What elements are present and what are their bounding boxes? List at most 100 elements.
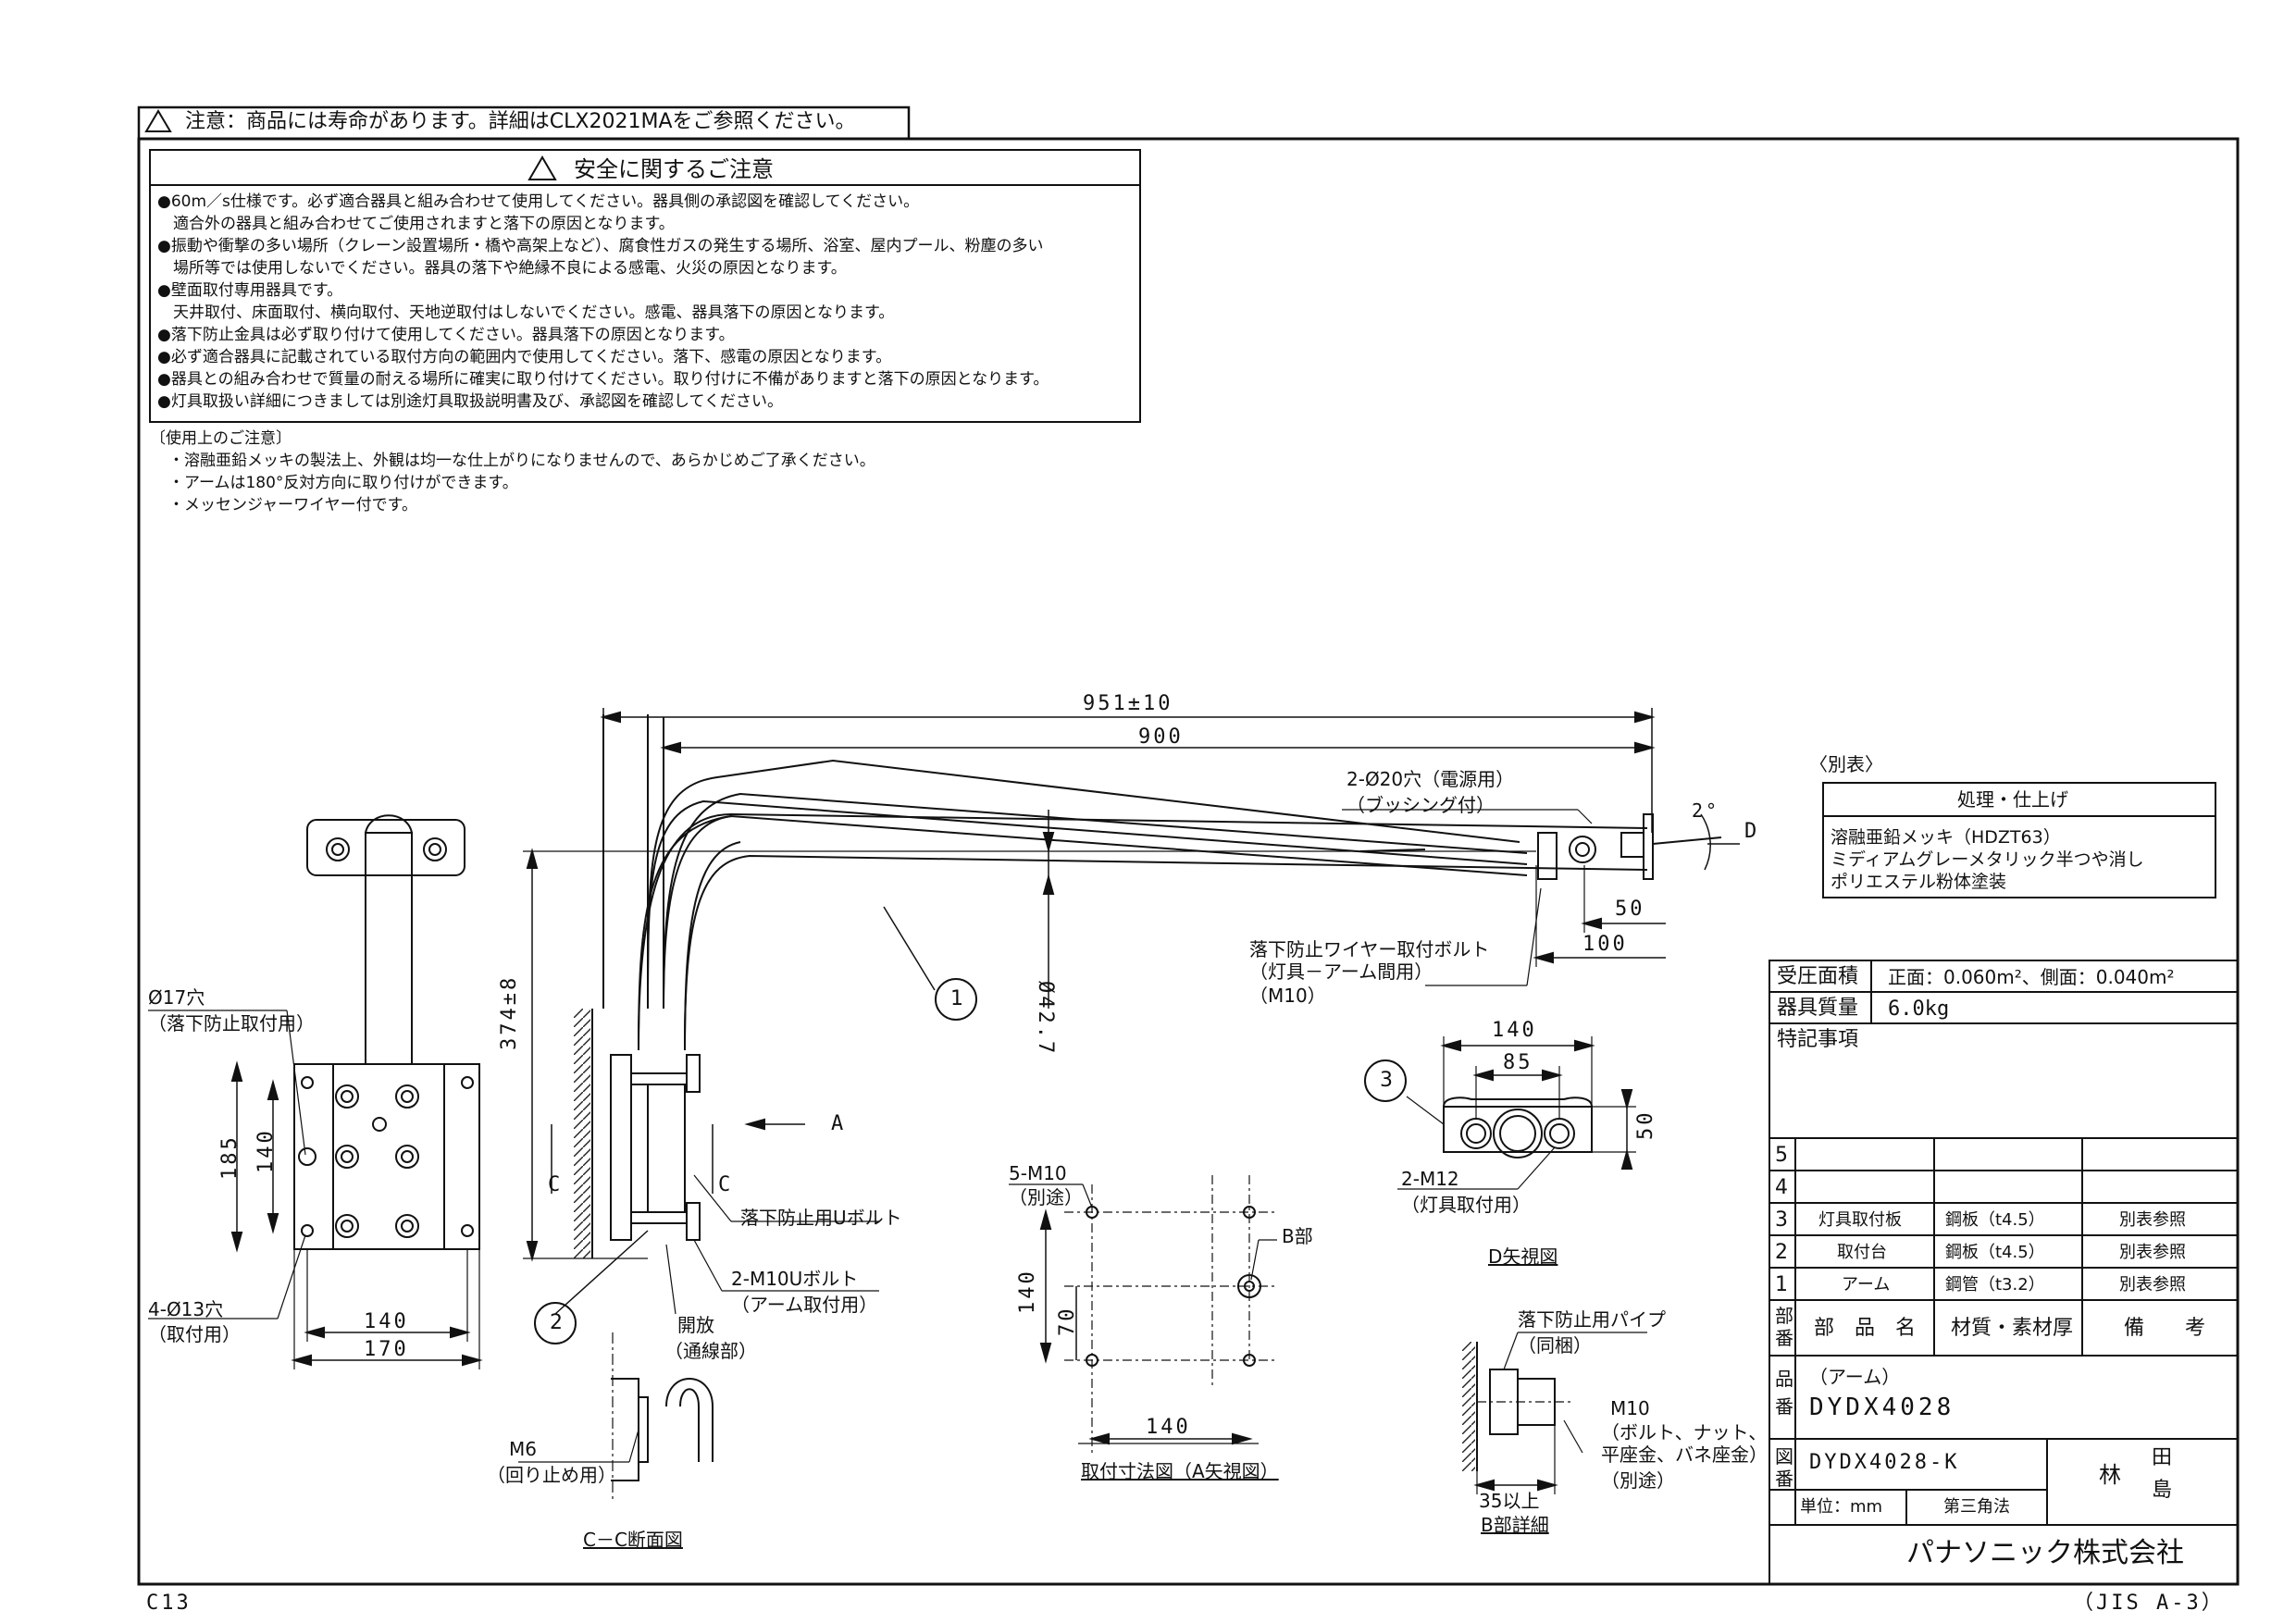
- label-m10-sub1: （ボルト、ナット、: [1601, 1421, 1768, 1443]
- safety-line: ●振動や衝撃の多い場所（クレーン設置場所・橋や高架上など）、腐食性ガスの発生する…: [157, 237, 1044, 255]
- dim-374: 374±8: [498, 974, 521, 1050]
- usage-line: ・アームは180°反対方向に取り付けができます。: [168, 474, 518, 492]
- safety-title: 安全に関するご注意: [574, 156, 774, 182]
- usage-line: ・メッセンジャーワイヤー付です。: [168, 496, 417, 514]
- mass-label: 器具質量: [1777, 997, 1859, 1020]
- dim-951: 951±10: [1083, 692, 1173, 715]
- parts-row-name: 取付台: [1837, 1243, 1887, 1262]
- label-m10-sub2: 平座金、バネ座金）: [1601, 1443, 1768, 1466]
- usage-line: ・溶融亜鉛メッキの製法上、外観は均一な仕上がりになりませんので、あらかじめご了承…: [168, 452, 875, 470]
- header-material: 材質・素材厚: [1951, 1317, 2074, 1340]
- safety-line: ●壁面取付専用器具です。: [157, 281, 343, 300]
- label-hole-20: 2-Ø20穴（電源用）: [1347, 768, 1515, 790]
- label-ubolt: 落下防止用Uボルト: [740, 1207, 902, 1229]
- label-m12: 2-M12: [1401, 1168, 1459, 1190]
- safety-line: ●60m／s仕様です。必ず適合器具と組み合わせて使用してください。器具側の承認図…: [157, 192, 920, 211]
- dim-140-mount: 140: [1016, 1269, 1039, 1314]
- dim-140-dview: 140: [1492, 1019, 1537, 1042]
- label-wire-bolt-size: （M10）: [1249, 985, 1326, 1007]
- projection-label: 第三角法: [1943, 1497, 2010, 1517]
- label-open-sub: （通線部）: [664, 1340, 757, 1362]
- parts-row-no: 4: [1775, 1176, 1788, 1199]
- usage-title: 〔使用上のご注意〕: [150, 429, 292, 448]
- safety-line: ●器具との組み合わせで質量の耐える場所に確実に取り付けてください。取り付けに不備…: [157, 370, 1049, 389]
- header-part-name: 部 品 名: [1814, 1317, 1917, 1340]
- header-notice: 注意：商品には寿命があります。詳細はCLX2021MAをご参照ください。: [185, 110, 856, 133]
- label-mount-view: 取付寸法図（A矢視図）: [1081, 1460, 1279, 1482]
- label-d-view: D矢視図: [1488, 1245, 1558, 1268]
- footer-code: C13: [146, 1592, 192, 1615]
- label-m6: M6: [509, 1438, 537, 1460]
- parts-row-remark: 別表参照: [2119, 1210, 2186, 1230]
- header-part-no: 部番: [1775, 1305, 1793, 1349]
- product-sub: （アーム）: [1809, 1366, 1901, 1388]
- label-m10-5-sub: （別途）: [1009, 1186, 1083, 1208]
- label-hole-13: 4-Ø13穴: [148, 1298, 224, 1320]
- safety-line: ●落下防止金具は必ず取り付けて使用してください。器具落下の原因となります。: [157, 326, 735, 344]
- parts-row-material: 鋼管（t3.2）: [1945, 1275, 2045, 1295]
- label-m6-sub: （回り止め用）: [487, 1464, 616, 1486]
- unit-label: 単位：mm: [1800, 1497, 1883, 1517]
- safety-line: 天井取付、床面取付、横向取付、天地逆取付はしないでください。感電、器具落下の原因…: [157, 304, 895, 322]
- product-label: 品番: [1775, 1368, 1793, 1418]
- parts-row-material: 鋼板（t4.5）: [1945, 1210, 2045, 1230]
- dim-2deg: 2°: [1692, 799, 1720, 822]
- label-d-arrow: D: [1744, 820, 1760, 843]
- dim-140-horizontal: 140: [364, 1310, 409, 1333]
- parts-row-no: 5: [1775, 1144, 1788, 1167]
- company-name: パナソニック株式会社: [1906, 1537, 2184, 1569]
- parts-row-material: 鋼板（t4.5）: [1945, 1243, 2045, 1262]
- finish-line: 溶融亜鉛メッキ（HDZT63）: [1831, 827, 2061, 848]
- label-m12-sub: （灯具取付用）: [1401, 1194, 1531, 1216]
- dim-140-mount-bottom: 140: [1146, 1416, 1191, 1439]
- label-hole-17-sub: （落下防止取付用）: [148, 1012, 315, 1035]
- label-c-left: C: [548, 1173, 564, 1196]
- label-wire-bolt: 落下防止ワイヤー取付ボルト: [1249, 938, 1490, 960]
- finish-header: 処理・仕上げ: [1957, 788, 2068, 811]
- label-b-part: B部: [1282, 1225, 1313, 1247]
- label-hole-17: Ø17穴: [148, 986, 205, 1009]
- label-wire-bolt-sub: （灯具－アーム間用）: [1249, 960, 1433, 983]
- label-bushing: （ブッシング付）: [1347, 794, 1495, 816]
- dim-50: 50: [1615, 898, 1645, 921]
- label-hole-13-sub: （取付用）: [148, 1323, 241, 1345]
- dim-900: 900: [1138, 725, 1184, 749]
- area-value: 正面：0.060m²、側面：0.040m²: [1888, 966, 2175, 988]
- label-m10-ubolt-sub: （アーム取付用）: [731, 1294, 878, 1316]
- safety-line: 場所等では使用しないでください。器具の落下や絶縁不良による感電、火災の原因となり…: [157, 259, 847, 278]
- dim-185: 185: [218, 1134, 242, 1180]
- parts-row-name: アーム: [1842, 1275, 1891, 1295]
- parts-row-no: 1: [1775, 1273, 1788, 1296]
- callout-2: 2: [550, 1311, 563, 1334]
- label-pipe: 落下防止用パイプ: [1518, 1308, 1666, 1331]
- label-m10-5: 5-M10: [1009, 1162, 1067, 1184]
- label-b-detail: B部詳細: [1481, 1514, 1549, 1536]
- sign-hayashi: 林: [2099, 1462, 2121, 1488]
- footer-standard: （JIS A-3）: [2073, 1592, 2225, 1615]
- header-remark: 備 考: [2124, 1317, 2206, 1340]
- finish-line: ポリエステル粉体塗装: [1831, 872, 2007, 892]
- label-m10: M10: [1610, 1397, 1650, 1419]
- parts-row-no: 2: [1775, 1241, 1788, 1264]
- sign-shima: 島: [2152, 1479, 2173, 1502]
- safety-line: ●必ず適合器具に記載されている取付方向の範囲内で使用してください。落下、感電の原…: [157, 348, 892, 366]
- mass-value: 6.0kg: [1888, 997, 1950, 1021]
- label-a-arrow: A: [831, 1112, 847, 1135]
- callout-3: 3: [1380, 1069, 1393, 1092]
- label-c-right: C: [718, 1173, 734, 1196]
- product-number: DYDX4028: [1809, 1394, 1955, 1421]
- dim-85: 85: [1503, 1051, 1533, 1074]
- parts-row-name: 灯具取付板: [1818, 1210, 1902, 1230]
- dim-140-vertical: 140: [254, 1128, 278, 1173]
- parts-row-no: 3: [1775, 1208, 1788, 1232]
- notes-label: 特記事項: [1777, 1028, 1859, 1051]
- parts-row-remark: 別表参照: [2119, 1275, 2186, 1295]
- dim-35: 35以上: [1479, 1490, 1540, 1512]
- area-label: 受圧面積: [1777, 965, 1859, 988]
- label-m10-sub3: （別途）: [1601, 1469, 1675, 1492]
- safety-line: 適合外の器具と組み合わせてご使用されますと落下の原因となります。: [157, 215, 675, 233]
- sign-ta: 田: [2152, 1446, 2173, 1469]
- label-cc-section: C－C断面図: [583, 1529, 683, 1551]
- dim-100: 100: [1582, 933, 1628, 956]
